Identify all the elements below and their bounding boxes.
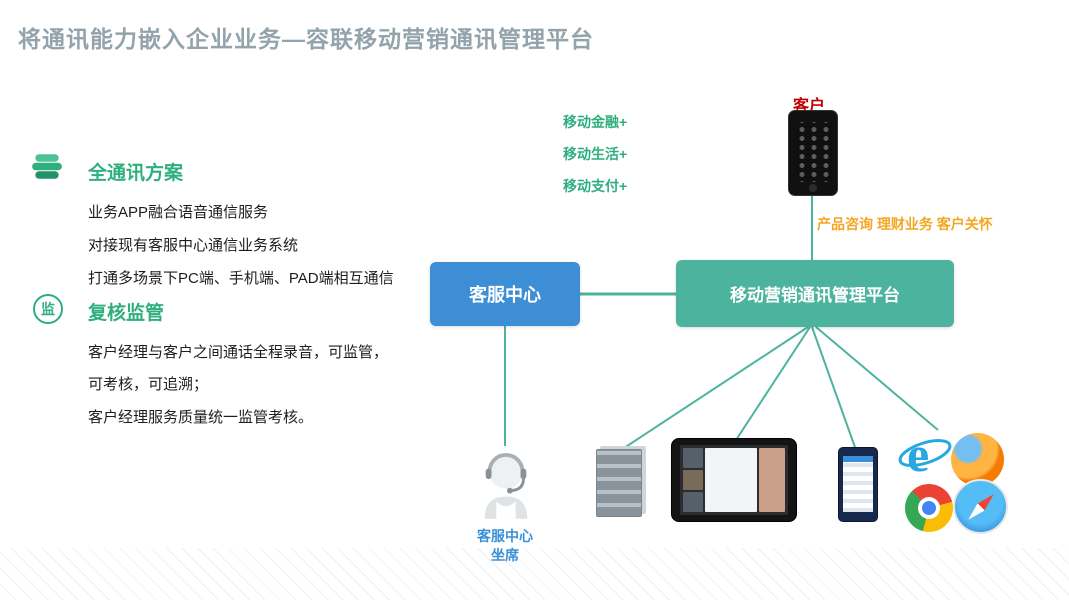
chrome-icon-core — [922, 501, 936, 515]
firefox-icon — [951, 433, 1004, 486]
chrome-icon-ring — [918, 497, 940, 519]
tablet-participant — [759, 448, 785, 512]
layers-icon — [30, 150, 64, 184]
agent-label-line1: 客服中心 — [477, 528, 533, 544]
platform-box: 移动营销通讯管理平台 — [676, 260, 954, 327]
supervision-line: 客户经理与客户之间通话全程录音，可监管， — [88, 344, 389, 361]
solution-heading: 全通讯方案 — [88, 163, 184, 184]
customer-services-text: 产品咨询 理财业务 客户关怀 — [817, 216, 993, 232]
phone-home-button — [809, 184, 817, 192]
solution-line: 对接现有客服中心通信业务系统 — [88, 237, 299, 254]
safari-icon — [953, 479, 1008, 534]
mobile-app-screen — [843, 456, 873, 512]
agent-icon — [477, 443, 535, 521]
tablet-main-panel — [705, 448, 757, 512]
monitor-badge-icon: 监 — [33, 294, 63, 324]
internet-explorer-icon: e — [897, 426, 953, 483]
solution-line: 打通多场景下PC端、手机端、PAD端相互通信 — [88, 270, 394, 287]
agent-label-line2: 坐席 — [491, 547, 519, 563]
customer-phone-icon — [788, 110, 838, 196]
tablet-thumbnail — [683, 470, 703, 490]
svg-text:e: e — [907, 427, 929, 482]
mobile-tag: 移动生活+ — [563, 146, 628, 162]
solution-line: 业务APP融合语音通信服务 — [88, 204, 269, 221]
mobile-tag: 移动金融+ — [563, 114, 628, 130]
server-icon — [596, 449, 642, 517]
tablet-video-call-icon — [671, 438, 797, 522]
mobile-app-phone-icon — [838, 447, 878, 522]
phone-keypad-screen — [794, 122, 832, 182]
service-center-box: 客服中心 — [430, 262, 580, 326]
tablet-screen — [680, 445, 788, 515]
tablet-thumbnail — [683, 492, 703, 512]
mobile-tag: 移动支付+ — [563, 178, 628, 194]
tablet-thumbnail — [683, 448, 703, 468]
supervision-line: 可考核，可追溯； — [88, 376, 209, 393]
supervision-line: 客户经理服务质量统一监管考核。 — [88, 409, 314, 426]
safari-compass-needle — [964, 490, 997, 523]
supervision-heading: 复核监管 — [88, 303, 165, 324]
mobile-app-header-bar — [843, 456, 873, 462]
agent-label: 客服中心 坐席 — [450, 527, 560, 565]
background-hatch-pattern — [0, 548, 1069, 600]
slide-title: 将通讯能力嵌入企业业务—容联移动营销通讯管理平台 — [18, 26, 594, 52]
tablet-thumbnails — [683, 448, 703, 512]
chrome-icon — [905, 484, 953, 532]
